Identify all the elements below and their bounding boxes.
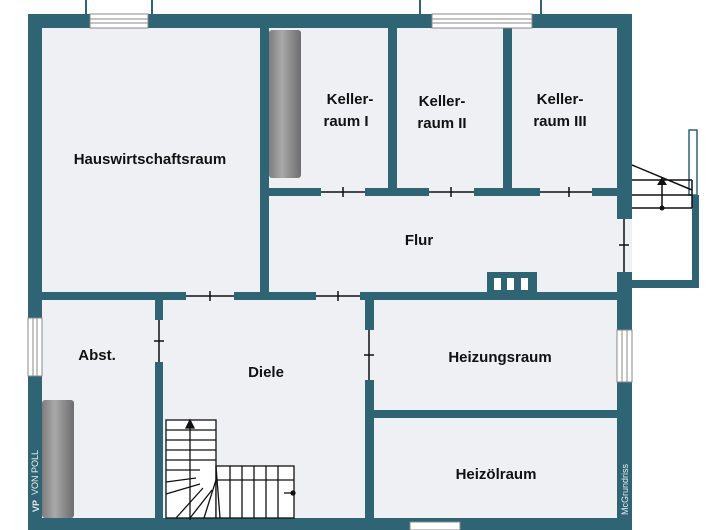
svg-text:VON POLL: VON POLL	[30, 450, 40, 495]
room-label-flur: Flur	[405, 232, 433, 249]
room-label-kellerraum-3-line1: Keller-	[537, 91, 584, 108]
room-label-kellerraum-3-line2: raum III	[533, 113, 586, 130]
room-label-kellerraum-2-line2: raum II	[417, 115, 466, 132]
room-label-hauswirtschaftsraum: Hauswirtschaftsraum	[74, 151, 227, 168]
doors	[154, 187, 629, 380]
chimney	[494, 278, 528, 290]
room-label-kellerraum-1-line1: Keller-	[327, 91, 374, 108]
shelf-unit	[42, 30, 301, 518]
logo: VP VON POLL	[30, 450, 41, 512]
interior-stairs	[165, 418, 296, 520]
room-label-kellerraum-2-line1: Keller-	[419, 93, 466, 110]
svg-text:VP: VP	[31, 500, 41, 512]
room-label-heizungsraum: Heizungsraum	[448, 349, 551, 366]
room-label-kellerraum-1-line2: raum I	[323, 113, 368, 130]
exterior-stair	[631, 129, 699, 288]
windows	[27, 0, 633, 530]
watermark: McGrundriss	[620, 463, 630, 515]
room-label-abst: Abst.	[78, 347, 116, 364]
room-label-heizoelraum: Heizölraum	[456, 466, 537, 483]
room-label-diele: Diele	[248, 364, 284, 381]
